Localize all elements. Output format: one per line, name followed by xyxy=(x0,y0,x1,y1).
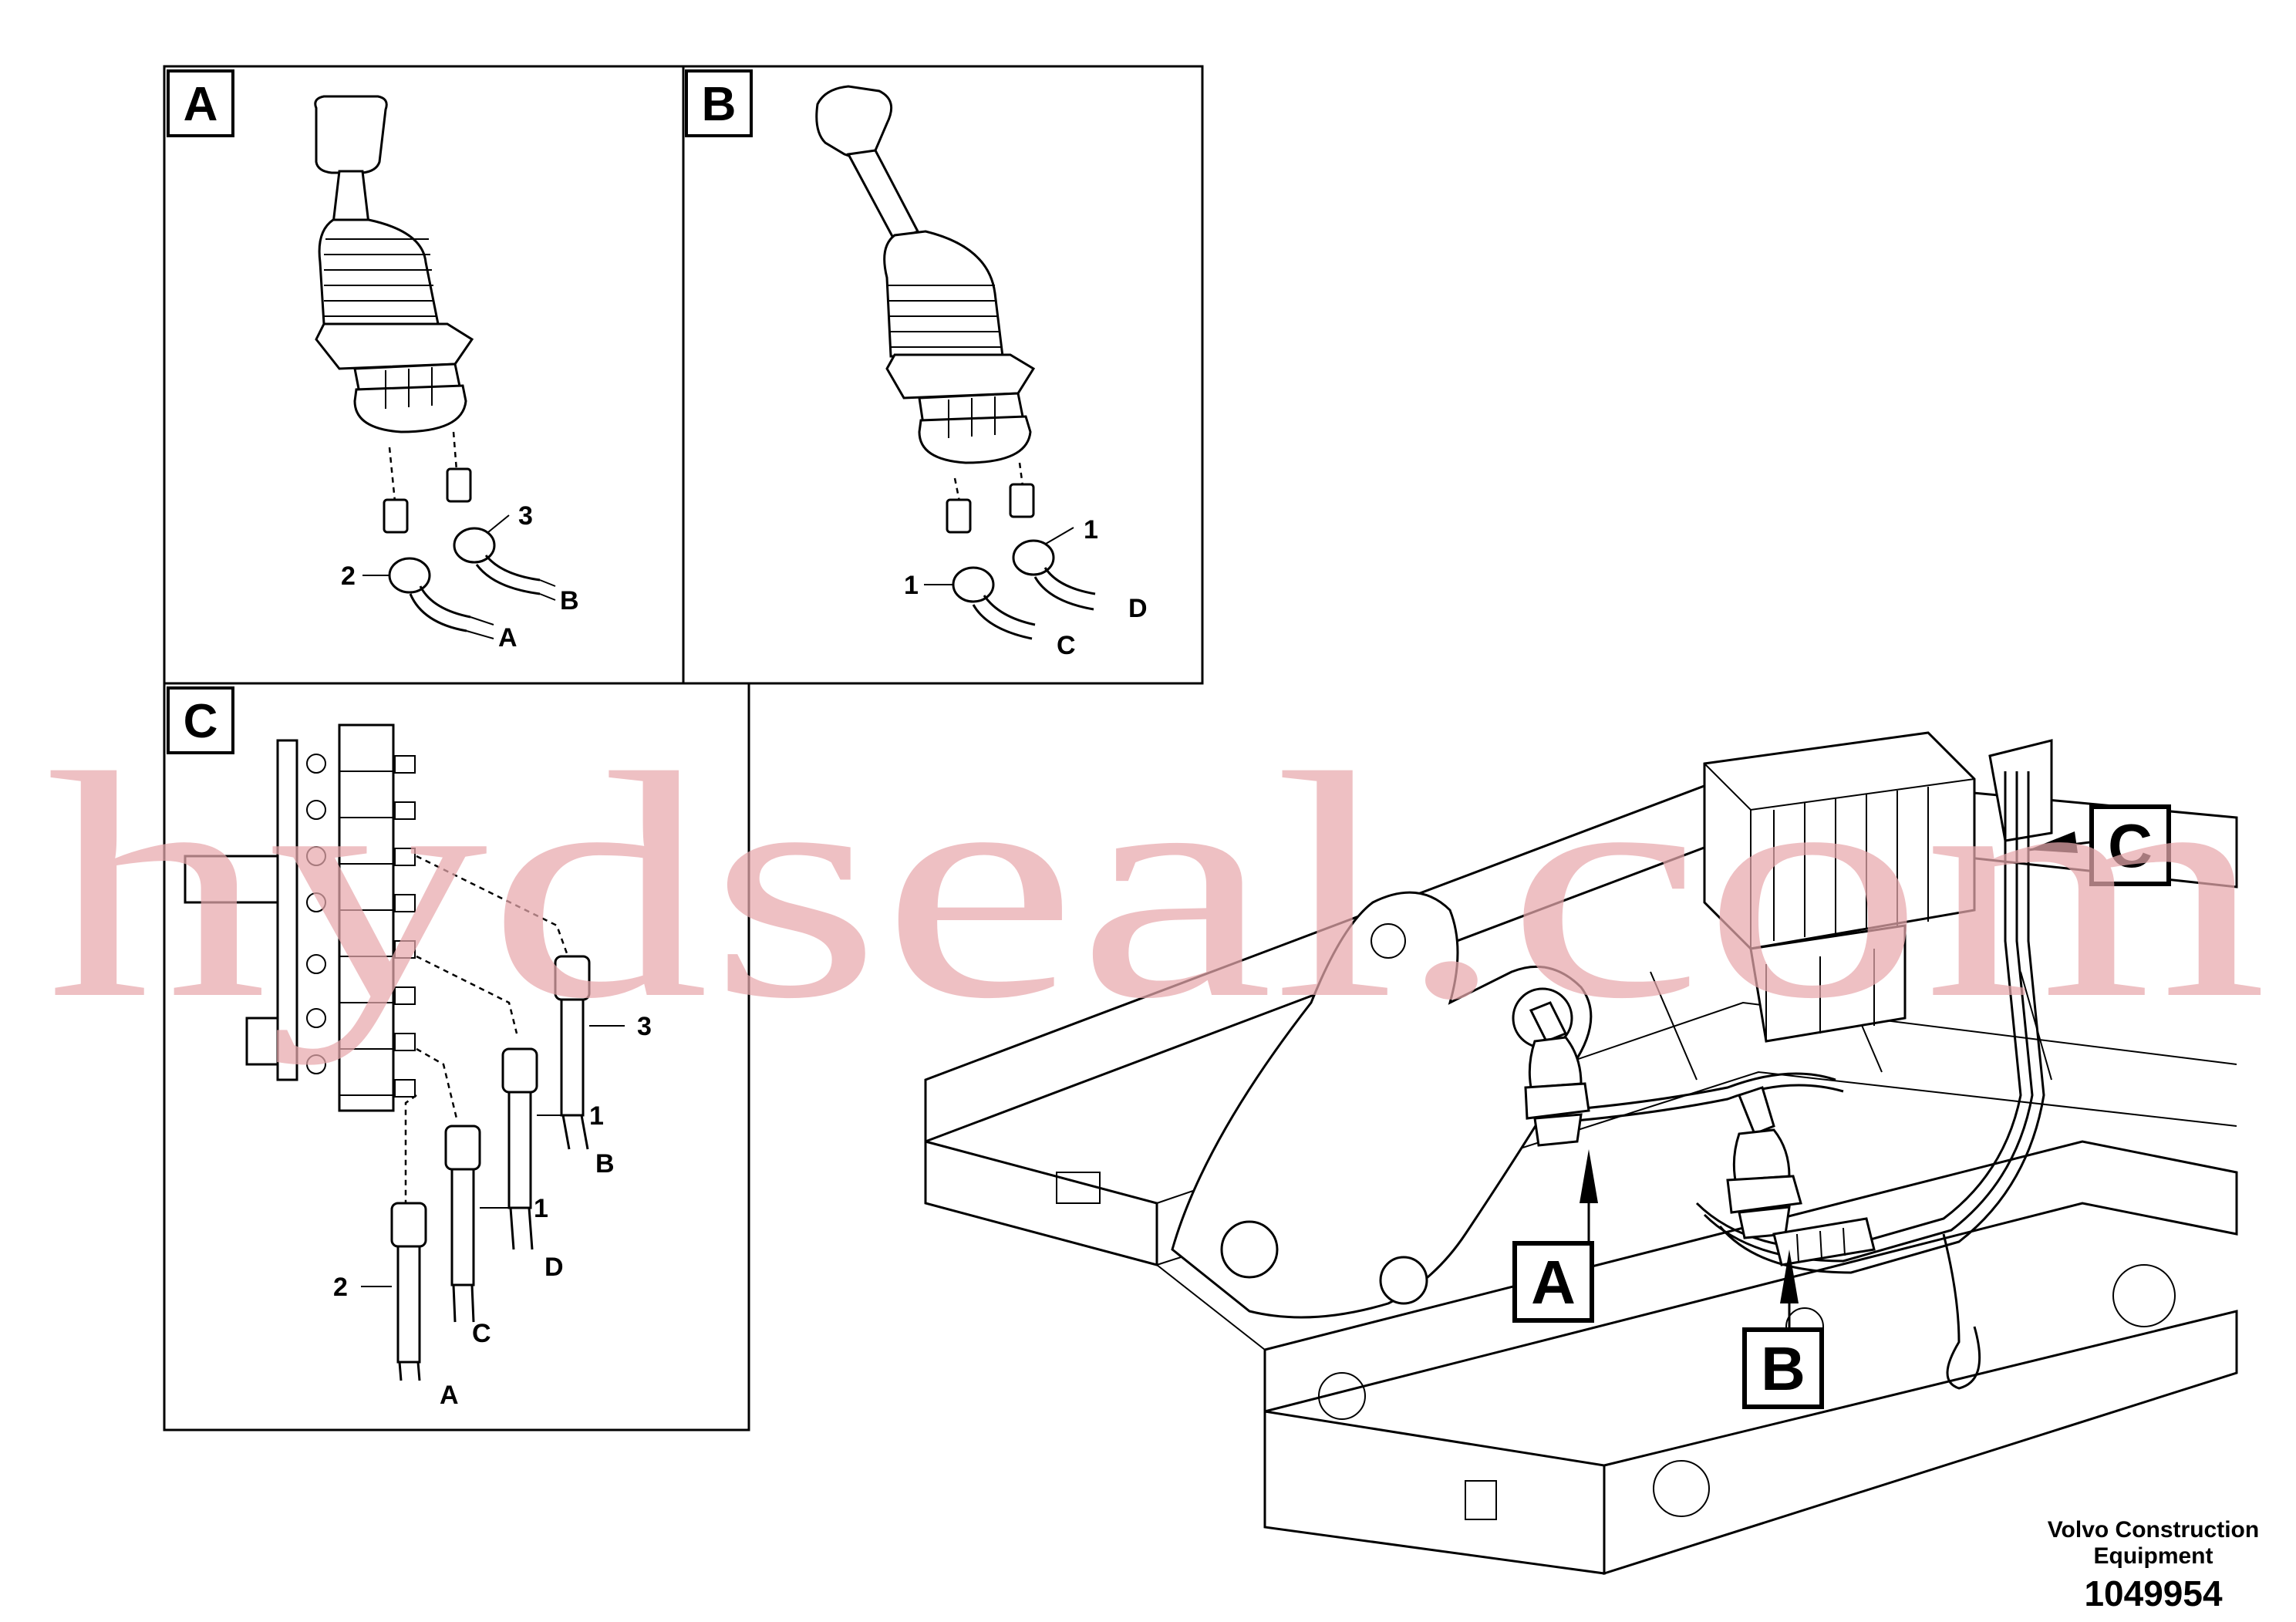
panel-b-label-c: C xyxy=(1057,631,1076,660)
joystick-b-illustration xyxy=(815,85,1036,464)
overview-callout-c-letter: C xyxy=(2108,811,2153,880)
panel-b-label-1-left: 1 xyxy=(904,571,919,600)
panel-a-letter-box xyxy=(167,69,234,137)
frame-front-end xyxy=(1263,1410,1606,1575)
panel-c-hose-1-lower xyxy=(444,1125,481,1323)
panel-b-leader-n1a xyxy=(1045,527,1074,545)
panel-c-leader-1-upper xyxy=(416,955,518,1034)
panel-c-label-3: 3 xyxy=(637,1012,652,1041)
panel-c-label-a: A xyxy=(440,1381,459,1410)
detail-panel-c: C xyxy=(163,682,750,1431)
hose-run-1 xyxy=(1557,1072,1836,1112)
panel-a-elbow-3 xyxy=(453,527,556,601)
footer-company-line-2: Equipment xyxy=(2094,1543,2213,1569)
overview-pilot-block xyxy=(1772,1217,1876,1266)
panel-b-adapter-1 xyxy=(946,498,972,534)
watermark-text: hydseal.com xyxy=(46,706,2267,1066)
panel-c-leader-2 xyxy=(404,1094,417,1203)
panel-b-leader-1 xyxy=(953,477,961,502)
overview-joystick-b xyxy=(1726,1086,1802,1239)
panel-a-label-b: B xyxy=(560,586,579,615)
panel-a-leader-3 xyxy=(487,514,510,533)
machine-frame-overview xyxy=(924,731,2238,1576)
panel-c-label-d: D xyxy=(544,1253,564,1282)
panel-c-letter: C xyxy=(184,695,218,748)
panel-a-leader-2 xyxy=(452,431,458,471)
hose-run-2 xyxy=(1695,771,2022,1251)
panel-b-label-d: D xyxy=(1128,594,1148,623)
overview-callout-a-letter: A xyxy=(1531,1248,1576,1317)
panel-b-letter-box xyxy=(685,69,753,137)
panel-c-label-1-lower: 1 xyxy=(534,1194,548,1223)
footer-company-line-1: Volvo Construction xyxy=(2048,1517,2259,1543)
panel-a-letter: A xyxy=(184,78,218,131)
pilot-valve-block-illustration xyxy=(184,723,416,1112)
panel-c-letter-box xyxy=(167,686,234,754)
control-valve-block xyxy=(1703,731,2053,1043)
panel-c-label-1-upper: 1 xyxy=(589,1101,604,1131)
panel-c-leader-3 xyxy=(416,855,572,965)
panel-b-label-1-top: 1 xyxy=(1084,515,1098,545)
overview-callout-a: A xyxy=(1512,1149,1598,1323)
overview-callout-b: B xyxy=(1742,1249,1824,1409)
panel-a-label-a: A xyxy=(498,623,518,653)
joystick-a-illustration xyxy=(314,95,474,433)
panel-c-label-c: C xyxy=(472,1319,491,1348)
panel-a-label-3: 3 xyxy=(518,501,533,531)
panel-b-adapter-2 xyxy=(1009,483,1035,518)
footer-part-number: 1049954 xyxy=(2084,1573,2222,1614)
overview-callout-c: C xyxy=(2028,804,2171,886)
detail-panel-b: B 1 1 D C xyxy=(682,65,1204,685)
panel-c-hose-2 xyxy=(390,1202,427,1381)
panel-a-adapter-1 xyxy=(383,498,409,534)
panel-b-elbow-d xyxy=(1012,539,1096,611)
overview-callout-b-letter: B xyxy=(1761,1334,1805,1403)
panel-c-label-b: B xyxy=(595,1149,615,1179)
overview-joystick-a xyxy=(1524,1001,1590,1147)
panel-a-leader-1 xyxy=(388,447,396,502)
panel-c-label-2: 2 xyxy=(333,1273,348,1302)
detail-panel-a: A xyxy=(163,65,685,685)
panel-a-label-2: 2 xyxy=(341,561,356,591)
panel-c-leader-1-lower xyxy=(416,1047,458,1119)
panel-a-adapter-2 xyxy=(446,467,472,503)
panel-b-leader-2 xyxy=(1018,462,1024,487)
panel-b-letter: B xyxy=(702,78,737,131)
